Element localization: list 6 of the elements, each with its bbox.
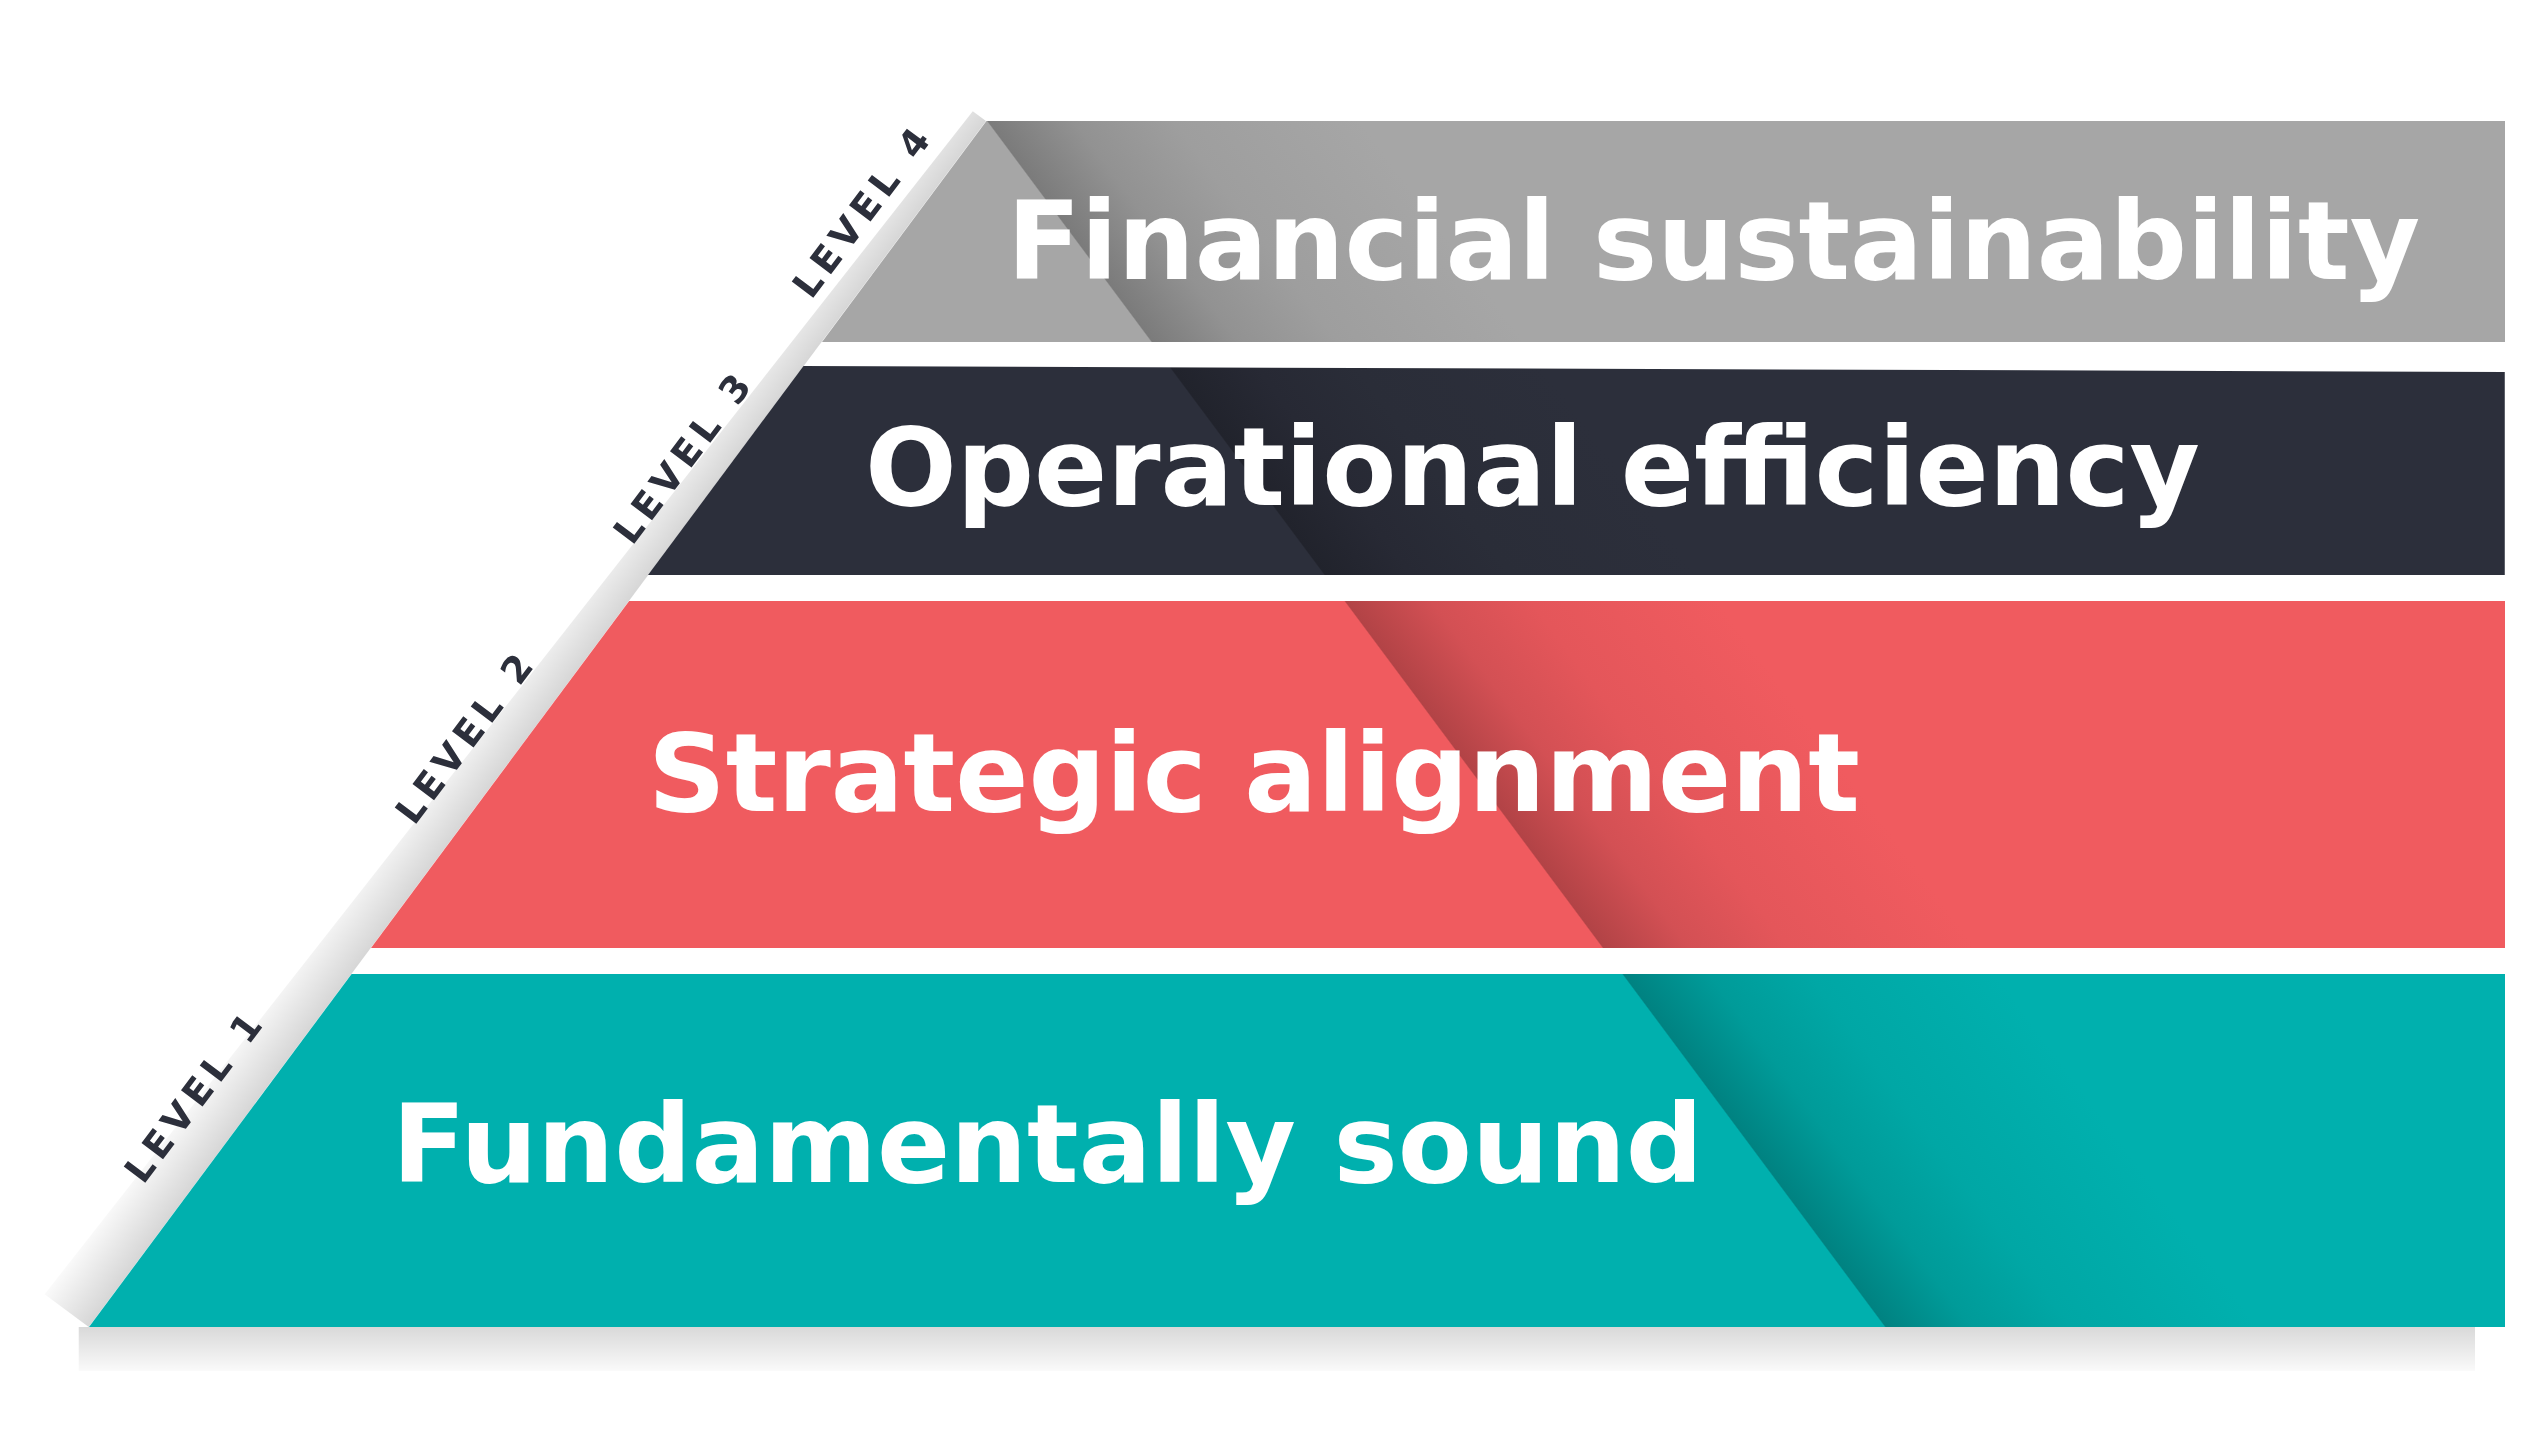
tier-title: Operational efficiency: [865, 404, 2200, 533]
tier-title: Strategic alignment: [648, 710, 1860, 839]
pyramid-tier: [88, 974, 2505, 1327]
tier-title: Fundamentally sound: [392, 1081, 1704, 1210]
tier-title: Financial sustainability: [1007, 178, 2421, 307]
pyramid-tier: [370, 601, 2505, 948]
